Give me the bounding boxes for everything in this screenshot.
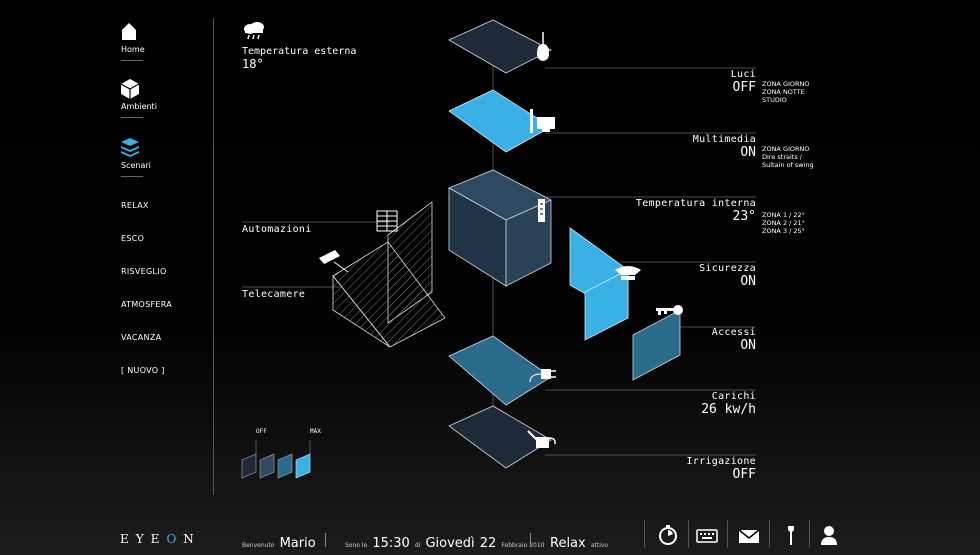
legend-swatches [241, 440, 311, 479]
scene-relax[interactable]: RELAX [121, 201, 149, 210]
wrench-icon[interactable] [780, 524, 802, 546]
temperatura-details: ZONA 1 / 22°ZONA 2 / 21°ZONA 3 / 25° [762, 211, 805, 235]
scene-esco[interactable]: ESCO [121, 234, 145, 243]
system-multimedia[interactable]: Multimedia ON [692, 134, 756, 160]
shutter-icon [376, 210, 398, 232]
carichi-panel [448, 335, 552, 406]
user-name: Mario [279, 536, 316, 551]
temperatura-cube [448, 169, 552, 287]
legend-off: OFF [256, 428, 267, 435]
sicurezza-panel [569, 227, 629, 319]
automazioni-panel [387, 201, 433, 324]
thermostat-icon [538, 199, 545, 222]
scene-risveglio[interactable]: RISVEGLIO [121, 267, 167, 276]
weather-value: 18° [242, 57, 264, 71]
datetime-text: Sono le 15:30 di Giovedì 22 Febbraio 201… [345, 536, 545, 551]
nav-home-label: Home [121, 45, 145, 54]
weather-widget: Temperatura esterna 18° [242, 22, 356, 71]
scene-nuovo[interactable]: [ NUOVO ] [121, 366, 165, 375]
camera-icon [319, 250, 349, 273]
current-time: 15:30 [372, 536, 410, 551]
watering-can-icon [527, 430, 556, 448]
nav-home[interactable]: Home [121, 21, 145, 61]
automazioni-label[interactable]: Automazioni [242, 224, 312, 235]
system-luci[interactable]: Luci OFF [730, 69, 756, 95]
mail-icon[interactable] [738, 524, 760, 546]
tv-icon [530, 109, 555, 133]
police-cap-icon [615, 266, 641, 280]
system-accessi[interactable]: Accessi ON [711, 327, 756, 353]
system-carichi[interactable]: Carichi 26 kw/h [701, 391, 756, 417]
legend-max: MAX [310, 428, 321, 435]
telecamere-panel [332, 241, 446, 348]
multimedia-panel [448, 89, 552, 153]
scene-vacanza[interactable]: VACANZA [121, 333, 162, 342]
timer-icon[interactable] [657, 524, 679, 546]
system-irrigazione[interactable]: Irrigazione OFF [686, 456, 756, 482]
sicurezza-panel-2 [584, 269, 629, 341]
luci-panel [448, 19, 552, 74]
current-date: 22 [479, 536, 497, 551]
current-day: Giovedì [425, 536, 475, 551]
weather-label: Temperatura esterna [242, 46, 357, 57]
home-icon [122, 23, 136, 40]
nav-scenari[interactable]: Scenari [121, 137, 151, 177]
keyboard-icon[interactable] [696, 524, 718, 546]
rain-cloud-icon [244, 22, 264, 40]
key-icon [656, 305, 683, 315]
layers-icon [121, 138, 139, 157]
system-temperatura[interactable]: Temperatura interna 23° [635, 198, 756, 224]
active-scene: Relax attivo [550, 536, 609, 551]
welcome-text: Benvenuto Mario [242, 536, 316, 551]
accessi-panel [632, 309, 681, 381]
bulb-icon [537, 32, 549, 61]
telecamere-label[interactable]: Telecamere [242, 289, 306, 300]
scene-atmosfera[interactable]: ATMOSFERA [121, 300, 173, 309]
nav-ambienti-label: Ambienti [121, 102, 157, 111]
cube-icon [120, 79, 140, 99]
user-icon[interactable] [818, 524, 840, 546]
irrigazione-panel [448, 405, 552, 469]
sidebar-divider [213, 18, 214, 495]
plug-icon [529, 369, 556, 383]
system-sicurezza[interactable]: Sicurezza ON [699, 263, 756, 289]
nav-scenari-label: Scenari [121, 161, 151, 170]
brand-logo: EYEON [120, 532, 201, 546]
nav-ambienti[interactable]: Ambienti [120, 78, 157, 118]
